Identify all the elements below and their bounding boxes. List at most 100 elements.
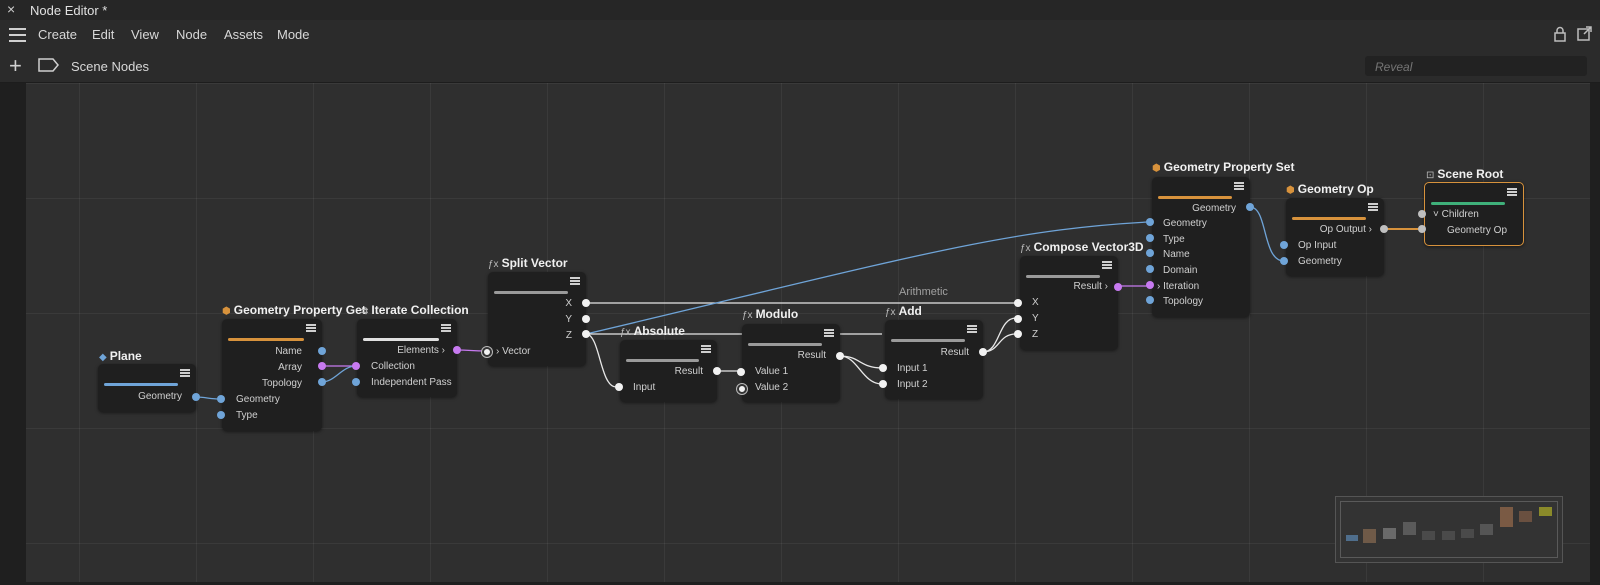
node-split-vector[interactable]: X Y Z › Vector	[488, 272, 586, 366]
menu-create[interactable]: Create	[38, 27, 78, 42]
node-geometry-property-get[interactable]: Name Array Topology Geometry Type	[222, 319, 322, 431]
reveal-search[interactable]	[1365, 56, 1587, 78]
port-gps-iteration-in[interactable]	[1146, 281, 1154, 289]
port-split-z-out[interactable]	[582, 330, 590, 338]
node-menu-icon[interactable]	[1234, 182, 1244, 191]
window-title: Node Editor *	[30, 3, 108, 18]
port-compose-result-out[interactable]	[1114, 283, 1122, 291]
port-compose-y-in[interactable]	[1014, 315, 1022, 323]
port-gop-geometry-in[interactable]	[1280, 257, 1288, 265]
port-split-vector-in[interactable]	[482, 347, 492, 357]
port-modulo-result-out[interactable]	[836, 352, 844, 360]
port-gps-geometry-out[interactable]	[1246, 203, 1254, 211]
port-gps-name-in[interactable]	[1146, 249, 1154, 257]
function-icon: ƒx	[885, 307, 896, 318]
port-iterate-collection-in[interactable]	[352, 362, 360, 370]
port-gpg-type-in[interactable]	[217, 411, 225, 419]
node-menu-icon[interactable]	[441, 324, 451, 333]
port-absolute-result-out[interactable]	[713, 367, 721, 375]
port-label: X	[1032, 297, 1039, 308]
new-window-icon[interactable]	[1576, 26, 1592, 42]
port-label: Independent Pass	[371, 377, 452, 388]
node-title-gop[interactable]: ⬢Geometry Op	[1286, 182, 1374, 196]
port-gps-geometry-in[interactable]	[1146, 218, 1154, 226]
port-plane-geometry-out[interactable]	[192, 393, 200, 401]
node-add[interactable]: Result Input 1 Input 2	[885, 320, 983, 399]
node-label: Modulo	[755, 307, 799, 321]
node-modulo[interactable]: Result Value 1 Value 2	[742, 324, 840, 402]
port-gpg-geometry-in[interactable]	[217, 395, 225, 403]
port-root-geometryop-in[interactable]	[1418, 225, 1426, 233]
node-menu-icon[interactable]	[967, 325, 977, 334]
node-plane[interactable]: Geometry	[98, 364, 196, 412]
menu-node[interactable]: Node	[176, 27, 208, 42]
node-menu-icon[interactable]	[570, 277, 580, 286]
breadcrumb[interactable]: Scene Nodes	[71, 59, 150, 74]
port-root-children-in[interactable]	[1418, 210, 1426, 218]
add-icon[interactable]: +	[9, 53, 22, 78]
port-gpg-array-out[interactable]	[318, 362, 326, 370]
node-menu-icon[interactable]	[180, 369, 190, 378]
port-gop-opinput-in[interactable]	[1280, 241, 1288, 249]
node-iterate-collection[interactable]: Elements › Collection Independent Pass	[357, 319, 457, 397]
node-title-gps[interactable]: ⬢Geometry Property Set	[1152, 160, 1294, 174]
port-add-input1-in[interactable]	[879, 364, 887, 372]
minimap-node	[1500, 507, 1513, 527]
port-gps-topology-in[interactable]	[1146, 296, 1154, 304]
port-gps-type-in[interactable]	[1146, 234, 1154, 242]
port-compose-x-in[interactable]	[1014, 299, 1022, 307]
lock-icon[interactable]	[1552, 26, 1568, 42]
hamburger-menu-icon[interactable]	[9, 28, 26, 42]
node-menu-icon[interactable]	[1368, 203, 1378, 212]
node-title-gpg[interactable]: ⬢Geometry Property Get	[222, 303, 366, 317]
port-split-y-out[interactable]	[582, 315, 590, 323]
node-compose-vector3d[interactable]: Result › X Y Z	[1020, 256, 1118, 350]
port-label: Topology	[261, 378, 302, 389]
port-iterate-elements-out[interactable]	[453, 346, 461, 354]
menu-view[interactable]: View	[131, 27, 159, 42]
node-menu-icon[interactable]	[701, 345, 711, 354]
minimap-viewport[interactable]	[1340, 501, 1558, 558]
close-icon[interactable]: ×	[7, 1, 16, 17]
node-label: Split Vector	[501, 256, 568, 270]
port-gpg-topology-out[interactable]	[318, 378, 326, 386]
minimap[interactable]	[1335, 496, 1563, 563]
node-menu-icon[interactable]	[1507, 188, 1517, 197]
port-modulo-value2-in[interactable]	[737, 384, 747, 394]
port-gpg-name-out[interactable]	[318, 347, 326, 355]
port-add-result-out[interactable]	[979, 348, 987, 356]
port-gps-domain-in[interactable]	[1146, 265, 1154, 273]
node-geometry-property-set[interactable]: Geometry Geometry Type Name Domain › Ite…	[1152, 177, 1250, 317]
port-split-x-out[interactable]	[582, 299, 590, 307]
node-menu-icon[interactable]	[1102, 261, 1112, 270]
port-compose-z-in[interactable]	[1014, 330, 1022, 338]
port-iterate-independent-in[interactable]	[352, 378, 360, 386]
node-title-root[interactable]: ⊡Scene Root	[1426, 167, 1503, 181]
port-modulo-value1-in[interactable]	[737, 368, 745, 376]
port-label: Z	[1032, 329, 1039, 340]
reveal-input[interactable]	[1373, 56, 1577, 78]
menu-assets[interactable]: Assets	[224, 27, 264, 42]
port-absolute-input-in[interactable]	[615, 383, 623, 391]
tag-icon[interactable]	[38, 58, 60, 72]
node-title-plane[interactable]: ◆Plane	[99, 349, 142, 363]
menu-edit[interactable]: Edit	[92, 27, 115, 42]
node-menu-icon[interactable]	[306, 324, 316, 333]
node-title-iterate[interactable]: ⇉Iterate Collection	[360, 303, 469, 317]
node-absolute[interactable]: Result Input	[620, 340, 717, 402]
node-scene-root[interactable]: ˅ Children Geometry Op	[1424, 182, 1524, 246]
menu-mode[interactable]: Mode	[277, 27, 310, 42]
port-add-input2-in[interactable]	[879, 380, 887, 388]
port-gop-output-out[interactable]	[1380, 225, 1388, 233]
node-geometry-op[interactable]: Op Output › Op Input Geometry	[1286, 198, 1384, 276]
port-label: Geometry	[138, 391, 182, 402]
port-label: Result	[940, 347, 969, 358]
minimap-node	[1461, 529, 1474, 538]
node-menu-icon[interactable]	[824, 329, 834, 338]
port-label: Type	[1163, 234, 1185, 245]
